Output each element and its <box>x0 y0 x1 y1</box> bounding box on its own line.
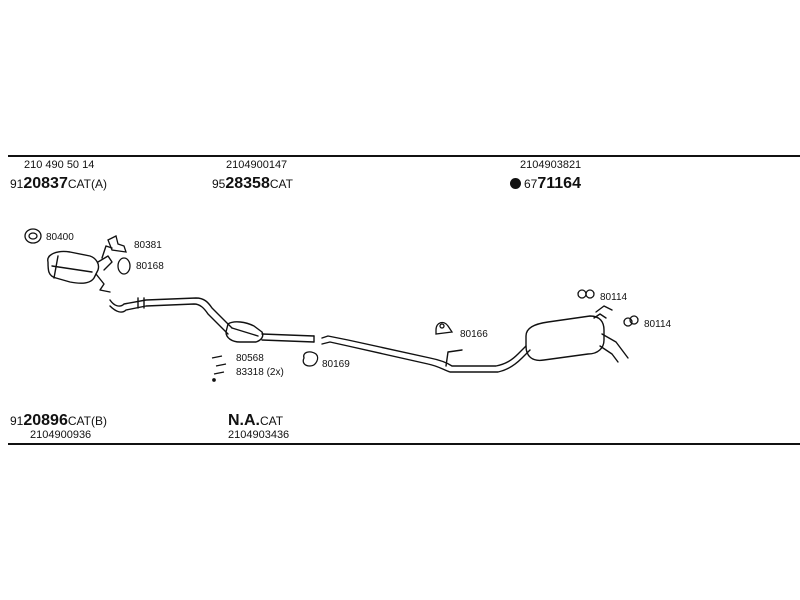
suffix: CAT(B) <box>67 414 107 428</box>
code: 20837 <box>23 175 68 192</box>
bracket-icon <box>107 235 127 253</box>
oe-number-rear: 2104903821 <box>520 159 582 171</box>
oe-number-cat-b: 2104900936 <box>30 429 92 441</box>
part-number-cat-b: 9120896CAT(B) <box>10 413 107 429</box>
part-label-80168: 80168 <box>136 261 164 272</box>
part-label-80114-upper: 80114 <box>600 292 628 303</box>
prefix: 91 <box>10 414 24 428</box>
hanger-icon-b <box>623 315 639 327</box>
middle-pipe <box>321 335 531 373</box>
front-catalytic-converter <box>47 245 113 293</box>
rear-muffler <box>525 305 629 363</box>
part-label-80114-lower: 80114 <box>644 319 672 330</box>
prefix: 91 <box>10 177 24 191</box>
oe-number-cat-front: 2104900147 <box>226 159 288 171</box>
oe-number-cat-a: 210 490 50 14 <box>24 159 95 171</box>
hanger-icon-a <box>577 289 595 299</box>
center-catalytic-converter <box>225 321 315 343</box>
prefix: 95 <box>212 177 226 191</box>
part-number-rear: 6771164 <box>510 176 581 192</box>
suffix: CAT <box>269 177 293 191</box>
bolts-icon <box>211 355 227 382</box>
code: 28358 <box>225 175 270 192</box>
code: N.A. <box>228 412 260 429</box>
part-number-cat-na: N.A.CAT <box>228 413 283 429</box>
suffix: CAT(A) <box>67 177 107 191</box>
seal-ring-icon <box>117 257 131 275</box>
prefix: 67 <box>524 177 538 191</box>
oe-number-cat-na: 2104903436 <box>228 429 290 441</box>
ring-gasket-icon <box>24 228 42 244</box>
part-number-cat-a: 9120837CAT(A) <box>10 176 107 192</box>
code: 20896 <box>23 412 68 429</box>
code: 71164 <box>537 175 581 192</box>
part-label-80400: 80400 <box>46 232 74 243</box>
part-label-83318: 83318 (2x) <box>236 367 284 378</box>
rubber-mount-icon <box>435 321 454 335</box>
part-label-80568: 80568 <box>236 353 264 364</box>
suffix: CAT <box>260 414 284 428</box>
front-pipe <box>109 297 233 335</box>
part-label-80166: 80166 <box>460 329 488 340</box>
bullet-icon <box>510 178 521 189</box>
clamp-icon <box>302 351 319 367</box>
part-label-80381: 80381 <box>134 240 162 251</box>
part-label-80169: 80169 <box>322 359 350 370</box>
part-number-cat-front: 9528358CAT <box>212 176 293 192</box>
